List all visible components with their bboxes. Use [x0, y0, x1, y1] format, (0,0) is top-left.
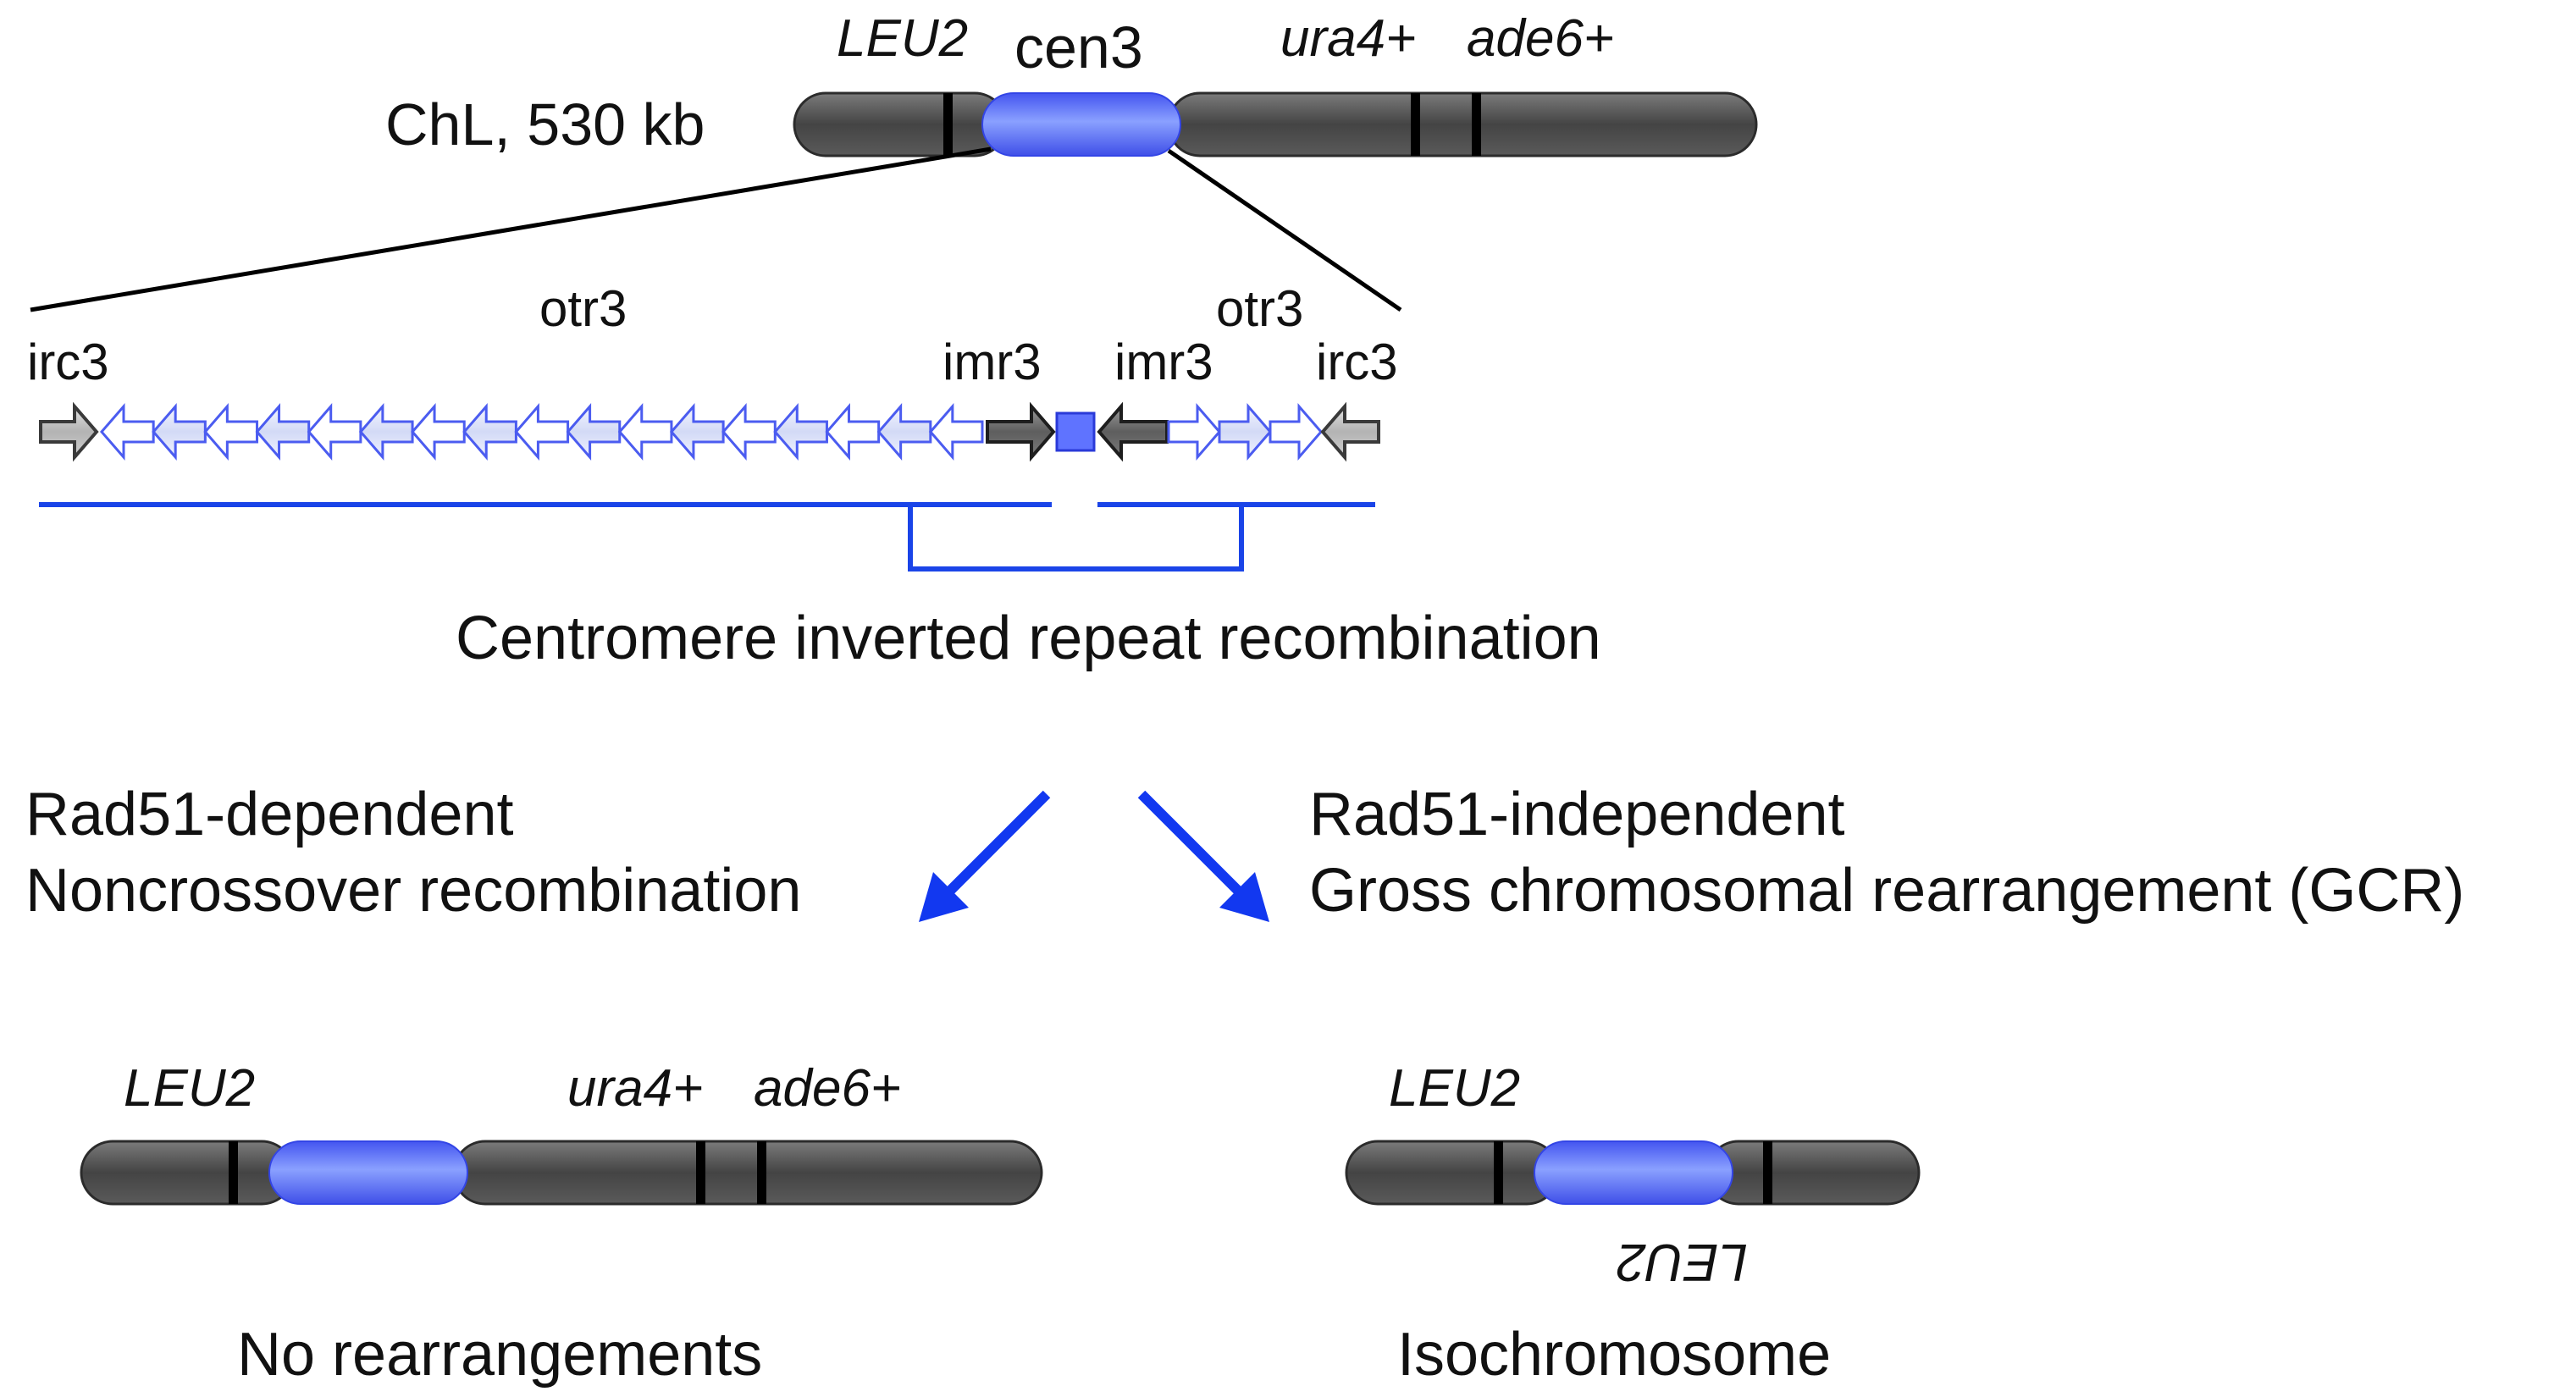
otr3-left-repeat [566, 402, 622, 461]
outcome-right-caption: Isochromosome [1397, 1321, 1831, 1389]
otr3-left-repeat [358, 402, 414, 461]
otr3-left-repeat [411, 402, 466, 461]
imr3-left-arrow [986, 401, 1056, 462]
pathway-left-line2: Noncrossover recombination [25, 857, 801, 925]
chromosome-left-arm [793, 91, 1008, 157]
normal-right-arm [452, 1140, 1043, 1206]
centromere-cen3 [981, 92, 1181, 157]
irc3-right-arrow [1320, 401, 1380, 462]
top-chromosome [793, 91, 1758, 157]
otr3-left-label: otr3 [539, 280, 627, 337]
otr3-right-repeat [1269, 402, 1323, 461]
normal-ura4-marker [696, 1141, 705, 1204]
iso-gene-leu2-mirrored: LEU2 [1617, 1233, 1748, 1291]
isochromosome [1345, 1140, 1921, 1206]
irc3-left-arrow [39, 401, 99, 462]
pathway-left-line1: Rad51-dependent [25, 781, 514, 848]
otr3-left-repeat [876, 402, 932, 461]
otr3-left-repeat [203, 402, 259, 461]
otr3-left-repeat [307, 402, 362, 461]
outcome-left-caption: No rearrangements [237, 1321, 762, 1389]
ade6-marker [1472, 93, 1481, 156]
pathway-right-line1: Rad51-independent [1309, 781, 1845, 848]
zoom-line-right [1167, 148, 1402, 312]
chromosome-name-label: ChL, 530 kb [385, 91, 705, 157]
chromosome-right-arm [1167, 91, 1758, 157]
otr3-left-repeat [928, 402, 984, 461]
otr3-left-repeat [721, 402, 777, 461]
iso-right-arm [1705, 1140, 1921, 1206]
otr3-left-repeat [773, 402, 828, 461]
leu2-marker [943, 93, 953, 156]
gene-label-ade6: ade6+ [1467, 9, 1614, 68]
inverted-repeat-bracket [39, 502, 1375, 572]
zoom-line-left [30, 146, 992, 312]
normal-leu2-marker [229, 1141, 238, 1204]
ura4-marker [1411, 93, 1420, 156]
otr3-right-label: otr3 [1216, 280, 1303, 337]
iso-left-arm [1345, 1140, 1560, 1206]
iso-centromere [1534, 1140, 1733, 1205]
central-core-square [1055, 411, 1096, 452]
irc3-left-label: irc3 [27, 334, 109, 390]
otr3-right-repeat [1218, 402, 1272, 461]
iso-leu2-marker-right [1763, 1141, 1772, 1204]
otr3-left-repeat [100, 402, 155, 461]
normal-left-arm [80, 1140, 295, 1206]
otr3-left-repeat [514, 402, 570, 461]
otr3-left-repeat [669, 402, 725, 461]
otr3-left-repeat [255, 402, 311, 461]
otr3-left-repeat [825, 402, 881, 461]
imr3-right-arrow [1097, 401, 1169, 462]
pathway-right-line2: Gross chromosomal rearrangement (GCR) [1309, 857, 2464, 925]
iso-leu2-marker-left [1494, 1141, 1503, 1204]
normal-gene-ade6: ade6+ [754, 1059, 901, 1118]
otr3-right-repeat [1167, 402, 1221, 461]
normal-chromosome [80, 1140, 1043, 1206]
arrow-left-pathway [919, 790, 1051, 922]
recombination-title: Centromere inverted repeat recombination [456, 605, 1601, 672]
centromere-repeat-arrows [39, 401, 1380, 462]
irc3-right-label: irc3 [1316, 334, 1398, 390]
normal-gene-ura4: ura4+ [567, 1059, 703, 1118]
gene-label-ura4: ura4+ [1280, 9, 1416, 68]
centromere-label: cen3 [1014, 14, 1143, 80]
gene-label-leu2: LEU2 [837, 9, 968, 68]
otr3-left-repeat [152, 402, 207, 461]
normal-ade6-marker [757, 1141, 766, 1204]
arrow-right-pathway [1137, 790, 1269, 922]
otr3-left-repeat [617, 402, 673, 461]
imr3-left-label: imr3 [943, 334, 1042, 390]
otr3-left-repeat [462, 402, 517, 461]
normal-centromere [268, 1140, 468, 1205]
imr3-right-label: imr3 [1114, 334, 1213, 390]
normal-gene-leu2: LEU2 [124, 1059, 255, 1118]
iso-gene-leu2: LEU2 [1389, 1059, 1520, 1118]
